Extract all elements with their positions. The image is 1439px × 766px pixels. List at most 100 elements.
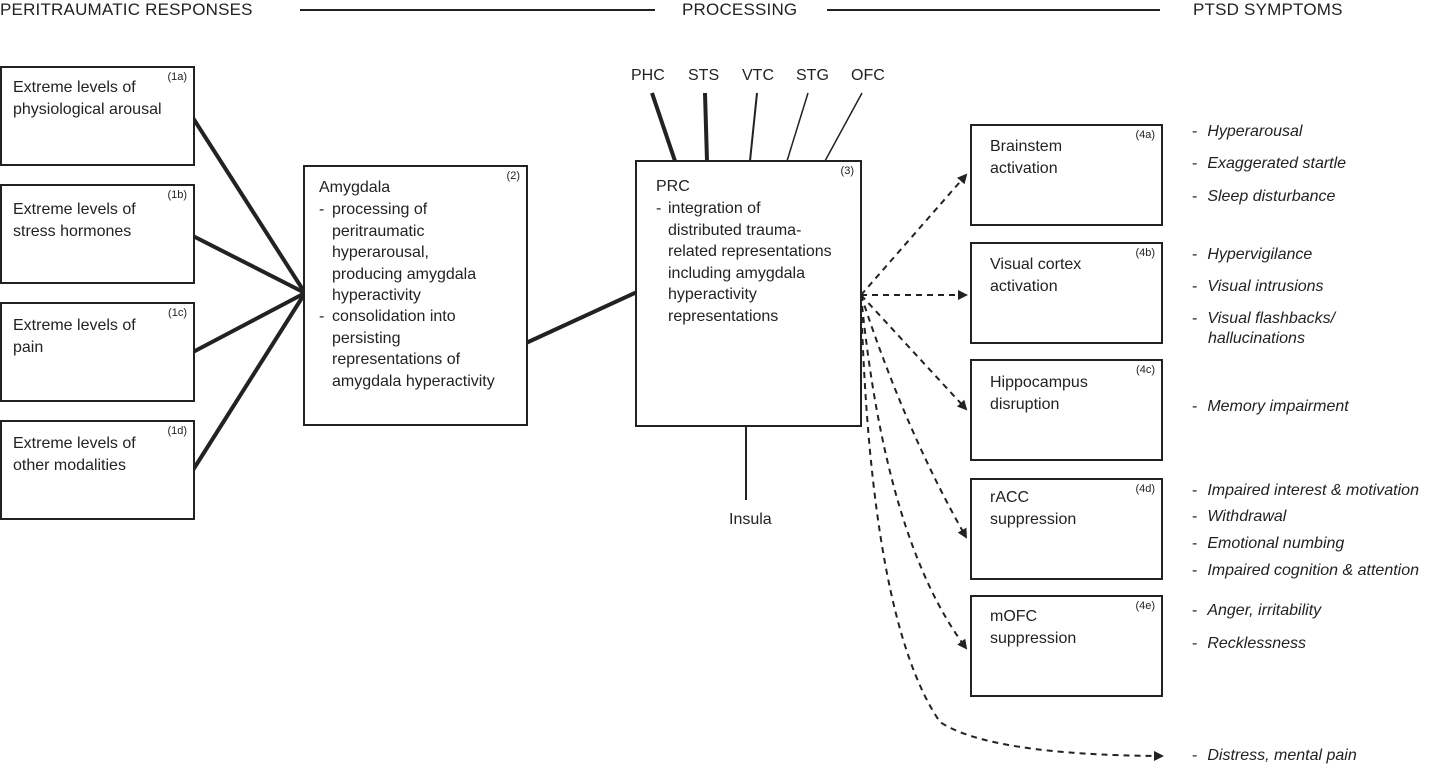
arrow-prc-4c [860,294,968,411]
connector-amygdala-prc [525,290,638,345]
box-tag: (4c) [1136,364,1155,376]
symptom-withdrawal: -Withdrawal [1192,506,1286,527]
output-box-4b: (4b) Visual cortex activation [970,242,1163,344]
arrow-prc-distress [860,294,1164,761]
box-tag: (4e) [1135,600,1155,612]
symptom-distress-mental-pain: -Distress, mental pain [1192,745,1357,766]
region-label-stg: STG [796,67,829,84]
symptom-text: Visual flashbacks/ [1207,310,1336,327]
symptom-dash: - [1192,278,1198,295]
connector-1d-amygdala [191,291,307,472]
input-label: Extreme levels of physiological arousal [13,79,162,118]
symptom-text: Anger, irritability [1207,602,1322,619]
symptom-visual-intrusions: -Visual intrusions [1192,276,1324,297]
symptom-dash: - [1192,246,1198,263]
box-tag: (3) [840,165,854,177]
output-label: Brainstem activation [990,138,1063,177]
symptom-visual-flashbacks: -Visual flashbacks/ [1192,308,1335,329]
input-box-1b: (1b) Extreme levels of stress hormones [0,184,195,284]
box-tag: (2) [506,170,520,182]
box-tag: (1a) [167,71,187,83]
region-label-sts: STS [688,67,720,84]
symptom-recklessness: -Recklessness [1192,633,1306,654]
box-tag: (1d) [167,425,187,437]
symptom-dash: - [1192,635,1198,652]
box-tag: (1b) [167,189,187,201]
output-label: Hippocampus disruption [990,374,1088,413]
input-box-1d: (1d) Extreme levels of other modalities [0,420,195,520]
connector-phc-prc [650,92,677,162]
arrow-prc-4e [860,294,968,650]
symptom-dash: - [1192,535,1198,552]
symptom-text: Hyperarousal [1207,123,1303,140]
symptom-hypervigilance: -Hypervigilance [1192,244,1312,265]
symptom-text: Sleep disturbance [1207,188,1336,205]
input-label: Extreme levels of other modalities [13,435,136,474]
output-box-4a: (4a) Brainstem activation [970,124,1163,226]
symptom-dash: - [1192,562,1198,579]
symptom-dash: - [1192,155,1198,172]
output-label: rACC suppression [990,489,1077,528]
header-processing: PROCESSING [682,0,798,19]
symptom-text: hallucinations [1208,330,1305,347]
box-tag: (4d) [1135,483,1155,495]
output-box-4c: (4c) Hippocampus disruption [970,359,1163,461]
region-label-ofc: OFC [851,67,885,84]
symptom-text: Hypervigilance [1207,246,1313,263]
amygdala-dash: - [319,201,325,218]
symptom-text: Recklessness [1207,635,1307,652]
input-box-1c: (1c) Extreme levels of pain [0,302,195,402]
output-box-4e: (4e) mOFC suppression [970,595,1163,697]
prc-item: integration of distributed trauma- relat… [668,200,832,325]
symptom-hyperarousal: -Hyperarousal [1192,121,1302,142]
symptom-text: Exaggerated startle [1207,155,1347,172]
region-label-vtc: VTC [742,67,774,84]
symptom-impaired-cognition: -Impaired cognition & attention [1192,560,1419,581]
symptom-text: Memory impairment [1207,398,1349,415]
connector-vtc-prc [749,92,758,162]
amygdala-item: consolidation into persisting representa… [332,308,495,390]
connector-1c-amygdala [192,291,306,354]
connector-1b-amygdala [192,234,306,295]
symptom-text: Withdrawal [1207,508,1287,525]
symptom-impaired-interest: -Impaired interest & motivation [1192,480,1419,501]
prc-dash: - [656,200,662,217]
symptom-emotional-numbing: -Emotional numbing [1192,533,1344,554]
input-box-1a: (1a) Extreme levels of physiological aro… [0,66,195,166]
input-label: Extreme levels of stress hormones [13,201,136,240]
output-label: mOFC suppression [990,608,1077,647]
symptom-dash: - [1192,310,1198,327]
box-tag: (4a) [1135,129,1155,141]
header-ptsd-symptoms: PTSD SYMPTOMS [1193,0,1343,19]
symptom-dash: - [1192,188,1198,205]
symptom-dash: - [1192,602,1198,619]
amygdala-item: processing of peritraumatic hyperarousal… [332,201,477,304]
connector-sts-prc [703,92,709,162]
symptom-anger-irritability: -Anger, irritability [1192,600,1321,621]
box-tag: (4b) [1135,247,1155,259]
connector-stg-prc [786,92,809,162]
connector-1a-amygdala [191,116,307,295]
output-box-4d: (4d) rACC suppression [970,478,1163,580]
symptom-dash: - [1192,398,1198,415]
symptom-memory-impairment: -Memory impairment [1192,396,1349,417]
amygdala-box: (2) Amygdala - processing of peritraumat… [303,165,528,426]
box-tag: (1c) [168,307,187,319]
symptom-text: Emotional numbing [1207,535,1345,552]
symptom-exaggerated-startle: -Exaggerated startle [1192,153,1346,174]
output-label: Visual cortex activation [990,256,1082,295]
amygdala-dash: - [319,308,325,325]
symptom-dash: - [1192,482,1198,499]
amygdala-title: Amygdala [319,179,391,196]
symptom-text: Impaired interest & motivation [1207,482,1419,499]
arrow-prc-4a [860,173,968,296]
input-label: Extreme levels of pain [13,317,136,356]
symptom-text: Visual intrusions [1207,278,1324,295]
arrow-prc-4d [860,294,967,539]
symptom-text: Distress, mental pain [1207,747,1357,764]
symptom-dash: - [1192,747,1198,764]
region-label-phc: PHC [631,67,665,84]
symptom-dash: - [1192,123,1198,140]
header-peritraumatic-responses: PERITRAUMATIC RESPONSES [0,0,253,19]
